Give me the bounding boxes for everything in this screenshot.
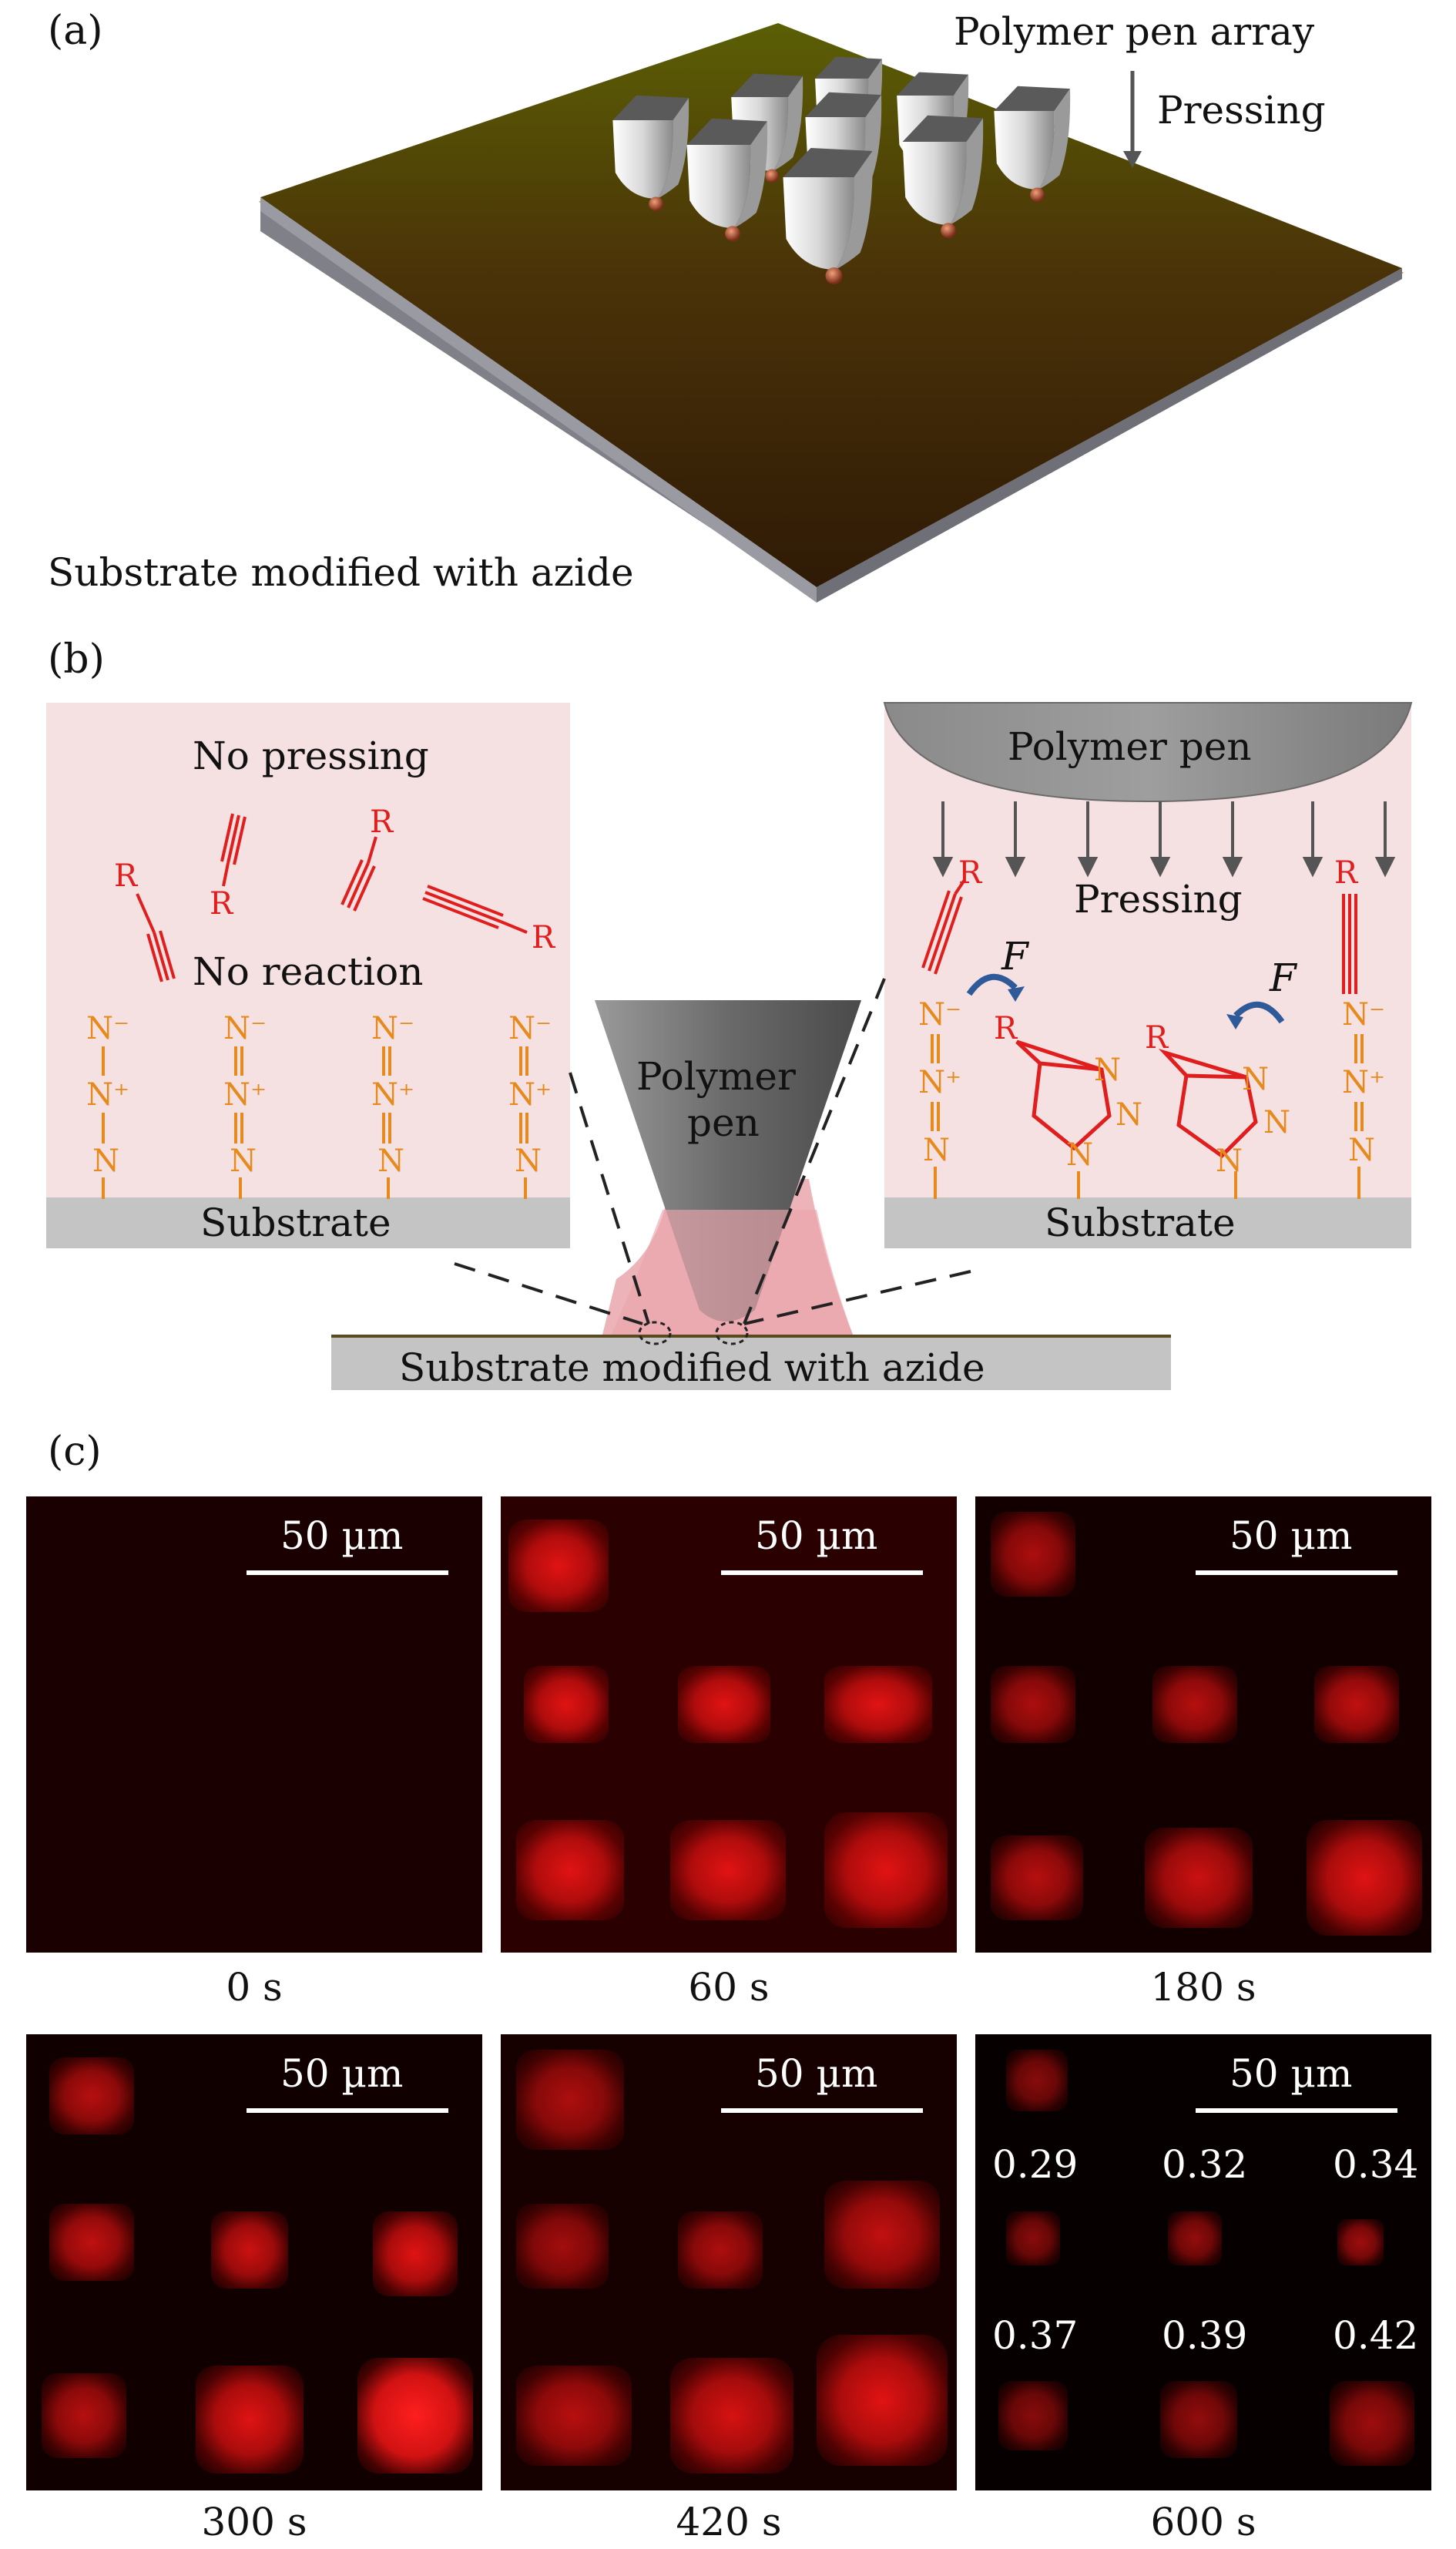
scale-bar (1196, 1570, 1397, 1575)
time-label-180s: 180 s (1150, 1965, 1256, 2010)
svg-text:N⁻: N⁻ (508, 1011, 552, 1046)
scale-bar (721, 1570, 923, 1575)
svg-text:R: R (532, 920, 556, 955)
force-arrow-left (966, 973, 1018, 996)
svg-text:R: R (114, 858, 139, 894)
svg-text:N⁻: N⁻ (1342, 997, 1385, 1033)
scale-label: 50 µm (280, 2051, 404, 2096)
fluorescence-image-600s: 0.29 0.32 0.34 0.37 0.39 0.42 50 µm (975, 2034, 1431, 2490)
panel-c-label: (c) (48, 1429, 102, 1475)
scale-bar (247, 2108, 448, 2113)
svg-text:R: R (210, 886, 234, 922)
fluorescence-image-0s: 50 µm (26, 1496, 482, 1953)
left-reaction-box (46, 703, 570, 1204)
svg-text:N⁻: N⁻ (86, 1011, 129, 1046)
time-label-300s: 300 s (201, 2500, 307, 2544)
svg-text:N⁻: N⁻ (223, 1011, 267, 1046)
scale-label: 50 µm (280, 1513, 404, 1558)
svg-text:N: N (1094, 1053, 1121, 1088)
center-pen-label-2: pen (687, 1100, 760, 1145)
reaction-scheme: R R R R N⁻ N⁺ N N⁻ N⁺ N N⁻ N⁺ N N⁻ N⁺ N R R R R (46, 702, 1413, 1390)
svg-text:N: N (1263, 1105, 1290, 1140)
svg-text:N: N (92, 1144, 119, 1179)
no-reaction-label: No reaction (193, 949, 424, 994)
svg-text:N⁺: N⁺ (918, 1065, 961, 1100)
svg-text:R: R (370, 804, 394, 840)
no-pressing-label: No pressing (193, 734, 429, 778)
scale-label: 50 µm (755, 2051, 878, 2096)
fluorescence-image-60s: 50 µm (501, 1496, 957, 1953)
time-label-60s: 60 s (688, 1965, 770, 2010)
ratio-label: 0.37 (992, 2313, 1079, 2358)
fluorescence-image-180s: 50 µm (975, 1496, 1431, 1953)
substrate-right-label: Substrate (1045, 1201, 1236, 1245)
svg-text:N: N (230, 1144, 257, 1179)
scale-label: 50 µm (1230, 2051, 1353, 2096)
center-substrate-label: Substrate modified with azide (399, 1345, 985, 1390)
time-label-600s: 600 s (1150, 2500, 1256, 2544)
svg-text:R: R (994, 1011, 1018, 1046)
center-pen-label-1: Polymer (636, 1054, 796, 1099)
svg-text:R: R (958, 855, 983, 891)
scale-label: 50 µm (755, 1513, 878, 1558)
pen-array-label: Polymer pen array (954, 9, 1315, 54)
pen-array-illustration (258, 23, 1404, 603)
ratio-label: 0.39 (1162, 2313, 1248, 2358)
force-arrow-right (1233, 1001, 1285, 1024)
svg-text:N⁺: N⁺ (86, 1077, 129, 1113)
scale-bar (721, 2108, 923, 2113)
svg-text:N: N (1348, 1133, 1375, 1168)
force-label-right: F (1270, 955, 1297, 1000)
ratio-label: 0.29 (992, 2142, 1079, 2187)
svg-text:N: N (1242, 1062, 1269, 1097)
scale-label: 50 µm (1230, 1513, 1353, 1558)
right-pen-label: Polymer pen (1008, 724, 1252, 769)
substrate-left-label: Substrate (200, 1201, 391, 1245)
svg-text:N⁺: N⁺ (508, 1077, 552, 1113)
svg-text:N: N (1216, 1144, 1243, 1179)
fluorescence-image-420s: 50 µm (501, 2034, 957, 2490)
svg-text:N⁺: N⁺ (1342, 1065, 1385, 1100)
svg-text:N⁻: N⁻ (918, 997, 961, 1033)
time-label-0s: 0 s (226, 1965, 283, 2010)
fluorescence-image-300s: 50 µm (26, 2034, 482, 2490)
pressing-label-a: Pressing (1157, 88, 1326, 133)
ratio-label: 0.34 (1333, 2142, 1419, 2187)
svg-text:N: N (923, 1133, 950, 1168)
svg-text:N: N (377, 1144, 404, 1179)
force-label-left: F (1001, 934, 1028, 979)
panel-a-label: (a) (48, 8, 103, 54)
svg-text:N⁺: N⁺ (223, 1077, 267, 1113)
right-pressing-label: Pressing (1074, 877, 1243, 922)
svg-text:N: N (1115, 1097, 1142, 1133)
svg-text:N⁺: N⁺ (371, 1077, 414, 1113)
scale-bar (1196, 2108, 1397, 2113)
substrate-label-a: Substrate modified with azide (48, 550, 634, 595)
svg-text:R: R (1145, 1020, 1169, 1056)
ratio-label: 0.42 (1333, 2313, 1419, 2358)
scale-bar (247, 1570, 448, 1575)
ratio-label: 0.32 (1162, 2142, 1248, 2187)
svg-text:N: N (1066, 1137, 1093, 1173)
time-label-420s: 420 s (676, 2500, 782, 2544)
svg-text:N: N (515, 1144, 542, 1179)
svg-text:N⁻: N⁻ (371, 1011, 414, 1046)
svg-text:R: R (1334, 855, 1359, 891)
panel-b-label: (b) (48, 636, 105, 683)
